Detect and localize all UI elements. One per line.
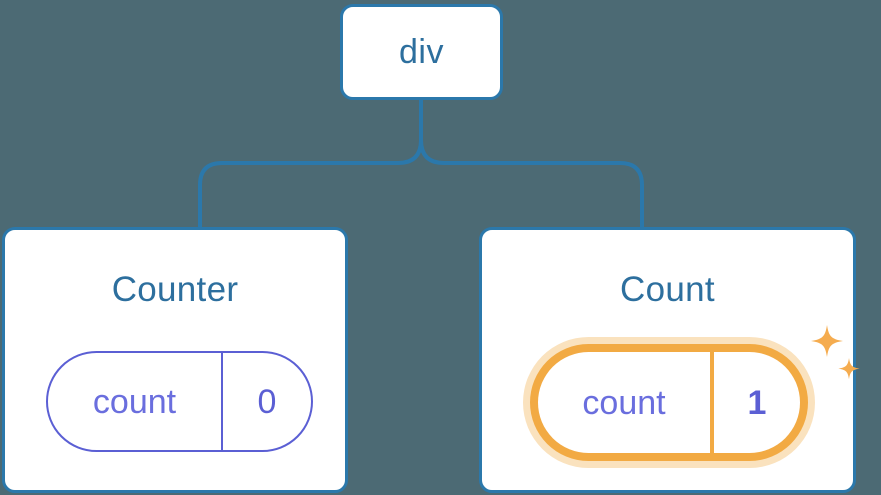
sparkle-large-icon	[811, 325, 843, 357]
component-card-title: Count	[620, 270, 715, 309]
state-pill-value: 1	[710, 352, 800, 453]
state-pill-highlight-ring: count 1	[530, 344, 808, 461]
state-pill-count[interactable]: count 0	[46, 351, 313, 452]
state-pill-key: count	[92, 382, 177, 421]
state-pill-body: count 1	[538, 352, 800, 453]
state-pill-value: 0	[221, 353, 311, 450]
sparkle-small-icon	[838, 358, 860, 380]
state-pill-count-highlighted[interactable]: count 1	[523, 337, 815, 468]
component-card-counter[interactable]: Counter count 0	[2, 227, 348, 493]
root-node-div[interactable]: div	[340, 4, 503, 100]
state-pill-key: count	[582, 383, 666, 422]
root-node-label: div	[399, 33, 444, 71]
sparkles-group	[811, 325, 860, 380]
connector-path	[198, 98, 644, 229]
component-card-count[interactable]: Count count 1	[479, 227, 860, 493]
component-card-title: Counter	[111, 270, 239, 309]
